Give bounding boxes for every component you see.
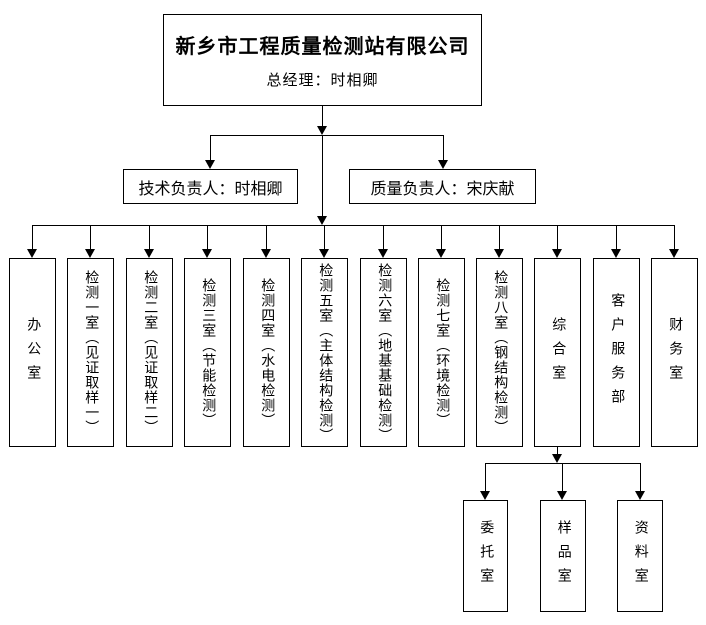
department-box: 检测五室（主体结构检测） xyxy=(301,258,348,447)
arrowhead-down-icon xyxy=(635,491,645,500)
connector-vline xyxy=(616,225,617,249)
arrowhead-down-icon xyxy=(319,249,329,258)
department-box: 检测八室（钢结构检测） xyxy=(476,258,523,447)
department-label: 检测一室（见证取样一） xyxy=(83,270,99,435)
general-manager-label: 总经理：时相卿 xyxy=(266,73,379,89)
department-box: 检测四室（水电检测） xyxy=(243,258,290,447)
arrowhead-down-icon xyxy=(27,249,37,258)
sub-department-box: 样品室 xyxy=(540,500,586,612)
department-box: 检测二室（见证取样二） xyxy=(126,258,173,447)
technical-director-label: 技术负责人：时相卿 xyxy=(138,180,283,198)
department-label: 办公室 xyxy=(25,316,41,389)
company-title: 新乡市工程质量检测站有限公司 xyxy=(175,36,470,58)
connector-vline xyxy=(210,135,211,160)
arrowhead-down-icon xyxy=(85,249,95,258)
sub-department-label: 资料室 xyxy=(632,520,648,592)
department-box: 办公室 xyxy=(9,258,56,447)
sub-department-label: 样品室 xyxy=(555,520,571,592)
company-root-box: 新乡市工程质量检测站有限公司 总经理：时相卿 xyxy=(163,14,482,106)
department-box: 检测六室（地基基础检测） xyxy=(360,258,407,447)
connector-vline xyxy=(485,463,486,491)
arrowhead-down-icon xyxy=(557,491,567,500)
connector-vline xyxy=(90,225,91,249)
department-box: 检测一室（见证取样一） xyxy=(67,258,114,447)
arrowhead-down-icon xyxy=(378,249,388,258)
arrowhead-down-icon xyxy=(436,249,446,258)
connector-vline xyxy=(562,463,563,491)
quality-director-box: 质量负责人：宋庆献 xyxy=(349,169,536,204)
sub-department-box: 委托室 xyxy=(463,500,508,612)
department-box: 综合室 xyxy=(534,258,581,447)
sub-department-label: 委托室 xyxy=(478,520,494,592)
connector-hline xyxy=(210,135,443,136)
sub-department-box: 资料室 xyxy=(617,500,663,612)
department-label: 客户服务部 xyxy=(609,292,625,413)
arrowhead-down-icon xyxy=(202,249,212,258)
connector-vline xyxy=(149,225,150,249)
connector-vline xyxy=(266,225,267,249)
arrowhead-down-icon xyxy=(144,249,154,258)
department-label: 检测三室（节能检测） xyxy=(200,277,216,428)
department-box: 检测三室（节能检测） xyxy=(184,258,231,447)
arrowhead-down-icon xyxy=(205,160,215,169)
connector-vline xyxy=(640,463,641,491)
arrowhead-down-icon xyxy=(611,249,621,258)
connector-vline xyxy=(557,225,558,249)
connector-vline xyxy=(322,106,323,127)
connector-vline xyxy=(499,225,500,249)
department-label: 检测二室（见证取样二） xyxy=(142,270,158,435)
arrowhead-down-icon xyxy=(261,249,271,258)
arrowhead-down-icon xyxy=(317,216,327,225)
department-label: 检测八室（钢结构检测） xyxy=(492,270,508,435)
department-label: 检测五室（主体结构检测） xyxy=(317,262,333,443)
connector-vline xyxy=(443,135,444,160)
connector-hline xyxy=(32,225,675,226)
arrowhead-down-icon xyxy=(669,249,679,258)
department-label: 财务室 xyxy=(667,316,683,389)
department-box: 客户服务部 xyxy=(593,258,640,447)
connector-vline xyxy=(557,447,558,455)
department-box: 检测七室（环境检测） xyxy=(418,258,465,447)
department-label: 检测四室（水电检测） xyxy=(259,277,275,428)
connector-vline xyxy=(324,225,325,249)
connector-vline xyxy=(32,225,33,249)
technical-director-box: 技术负责人：时相卿 xyxy=(123,169,298,204)
department-label: 检测六室（地基基础检测） xyxy=(376,262,392,443)
arrowhead-down-icon xyxy=(552,454,562,463)
connector-vline xyxy=(207,225,208,249)
department-label: 综合室 xyxy=(550,316,566,389)
arrowhead-down-icon xyxy=(494,249,504,258)
connector-vline xyxy=(383,225,384,249)
department-label: 检测七室（环境检测） xyxy=(434,277,450,428)
connector-vline xyxy=(674,225,675,249)
arrowhead-down-icon xyxy=(552,249,562,258)
connector-vline xyxy=(441,225,442,249)
arrowhead-down-icon xyxy=(438,160,448,169)
arrowhead-down-icon xyxy=(317,126,327,135)
connector-vline xyxy=(322,135,323,216)
quality-director-label: 质量负责人：宋庆献 xyxy=(370,180,515,198)
arrowhead-down-icon xyxy=(480,491,490,500)
department-box: 财务室 xyxy=(651,258,698,447)
